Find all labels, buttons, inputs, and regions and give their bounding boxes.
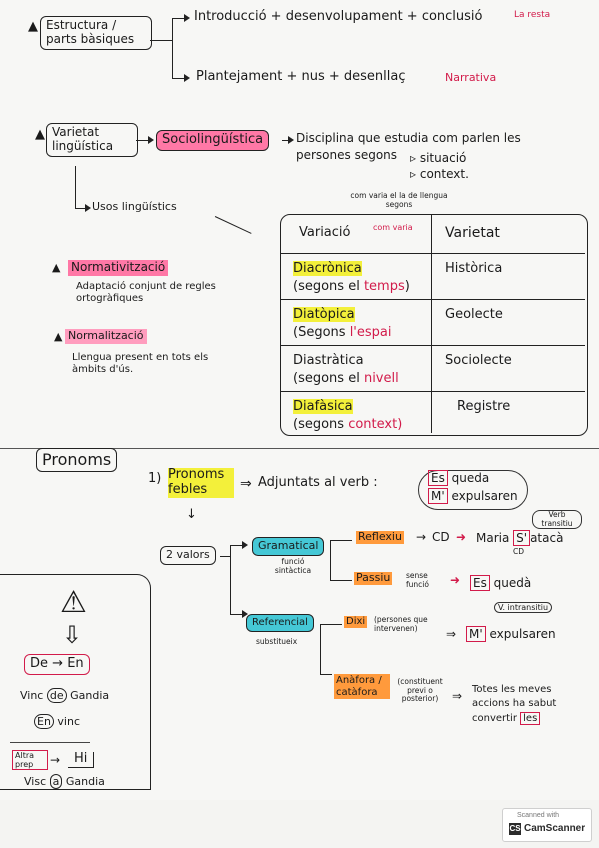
socio-sub-context: ▹ context. <box>410 167 469 181</box>
arrow-right-red-icon: ➜ <box>450 573 461 587</box>
camscanner-brand: CamScanner <box>524 823 586 834</box>
variety-box: Varietat lingüística <box>46 123 138 157</box>
usos-linguistics: Usos lingüístics <box>92 200 177 213</box>
camscanner-badge: Scanned with CS CamScanner <box>502 808 592 842</box>
table-row-left: Diacrònica <box>293 261 362 276</box>
adjuntats: Adjuntats al verb : <box>258 475 378 490</box>
scanned-notes-page: ▲ Estructura / parts bàsiques Introducci… <box>0 9 599 790</box>
tot-line-1: Totes les meves <box>472 684 552 695</box>
structure-box: Estructura / parts bàsiques <box>40 16 152 50</box>
camscanner-logo-icon: CS <box>509 823 521 835</box>
gramatical: Gramatical <box>252 537 325 556</box>
table-row-right: Geolecte <box>445 307 503 322</box>
table-row-right: Històrica <box>445 261 503 276</box>
table-head-left-note: com varia <box>373 223 413 232</box>
table-head-left: Variació <box>299 225 351 240</box>
hi-label: Hi <box>68 751 95 768</box>
arrow-down-icon: ⇩ <box>62 621 83 649</box>
socio-definition: Disciplina que estudia com parlen les pe… <box>296 131 521 163</box>
table-row-left: Diafàsica <box>293 399 353 414</box>
normativitzacio: Normativització <box>68 260 169 276</box>
de-en-box: De → En <box>24 654 90 675</box>
table-row-sub: (Segons l'espai <box>293 325 392 340</box>
normalitzacio: Normalització <box>65 329 147 344</box>
table-row-right: Sociolecte <box>445 353 512 368</box>
table-row-sub: (segons el nivell <box>293 371 399 386</box>
example-m: M' expulsaren <box>428 488 518 504</box>
pronoms-title: Pronoms <box>36 448 118 473</box>
scanned-with-label: Scanned with <box>517 812 560 819</box>
socio-box: Sociolingüística <box>156 130 270 151</box>
es-example: Es quedà <box>470 575 531 591</box>
altra-prep: Altra prep <box>12 750 48 771</box>
structure-row-2-note: Narrativa <box>445 71 497 84</box>
anafora-note: (constituent previ o posterior) <box>397 677 443 704</box>
bullet-triangle-icon: ▲ <box>52 261 61 274</box>
maria-example: Maria S'atacà <box>476 530 564 546</box>
vinc-example-2: En vinc <box>34 714 80 729</box>
visc-example: Visc a Gandia <box>24 774 105 789</box>
deixi-note: (persones que intervenen) <box>374 615 428 633</box>
arrow-right-icon: → <box>50 753 61 767</box>
m-example: M' expulsaren <box>466 626 556 642</box>
table-row-right: Registre <box>457 399 511 414</box>
bullet-triangle-icon: ▲ <box>54 330 63 343</box>
v-intransitiu: V. intransitiu <box>494 602 553 614</box>
variation-table: Variació com varia Varietat Diacrònica (… <box>280 214 588 436</box>
arrow-down-icon: ↓ <box>186 507 197 522</box>
referencial-sub: substitueix <box>256 637 298 646</box>
tot-line-2: accions ha sabut <box>472 698 557 709</box>
item-1-number: 1) <box>148 471 162 486</box>
socio-sub-situacio: ▹ situació <box>410 151 467 165</box>
example-cloud <box>418 470 528 510</box>
reflexiu: Reflexiu <box>356 530 404 544</box>
deixi: Dixi <box>344 616 368 628</box>
warning-icon: ⚠ <box>60 585 87 620</box>
table-head-right: Varietat <box>445 225 500 241</box>
anafora: Anàfora / catàfora <box>334 674 390 699</box>
referencial: Referencial <box>246 614 314 632</box>
normativitzacio-def: Adaptació conjunt de regles ortogràfique… <box>76 281 216 304</box>
example-es: Es queda <box>428 470 489 486</box>
bullet-triangle-icon: ▲ <box>28 19 38 34</box>
passiu: Passiu <box>354 571 393 585</box>
cd-label: CD <box>432 530 450 544</box>
table-row-left: Diastràtica <box>293 353 364 368</box>
vinc-example-1: Vinc de Gandia <box>20 688 110 703</box>
structure-row-1-note: La resta <box>514 10 551 20</box>
table-row-left: Diatòpica <box>293 307 355 322</box>
structure-row-1: Introducció + desenvolupament + conclusi… <box>194 9 483 24</box>
arrow-right-icon: ⇒ <box>240 476 252 492</box>
structure-row-2: Plantejament + nus + desenllaç <box>196 69 406 84</box>
dos-valors: 2 valors <box>160 546 216 565</box>
arrow-right-icon: → <box>416 530 427 544</box>
table-row-sub: (segons context) <box>293 417 403 432</box>
table-note: com varia el la de llengua segons <box>350 191 448 209</box>
tot-line-3: convertir les <box>472 712 541 725</box>
arrow-right-icon: ⇒ <box>452 689 463 703</box>
arrow-right-red-icon: ➜ <box>456 530 467 544</box>
gramatical-sub: funció sintàctica <box>274 557 312 575</box>
arrow-right-icon: ⇒ <box>446 627 457 641</box>
left-panel <box>0 574 151 790</box>
verb-transitiu: Verb transitiu <box>532 510 582 530</box>
pronoms-febles: Pronoms febles <box>168 467 234 498</box>
maria-sub: CD <box>513 547 525 556</box>
normalitzacio-def: Llengua present en tots els àmbits d'ús. <box>72 352 209 375</box>
bullet-triangle-icon: ▲ <box>35 127 45 142</box>
table-row-sub: (segons el temps) <box>293 279 410 294</box>
passiu-note: sense funció <box>406 571 429 589</box>
